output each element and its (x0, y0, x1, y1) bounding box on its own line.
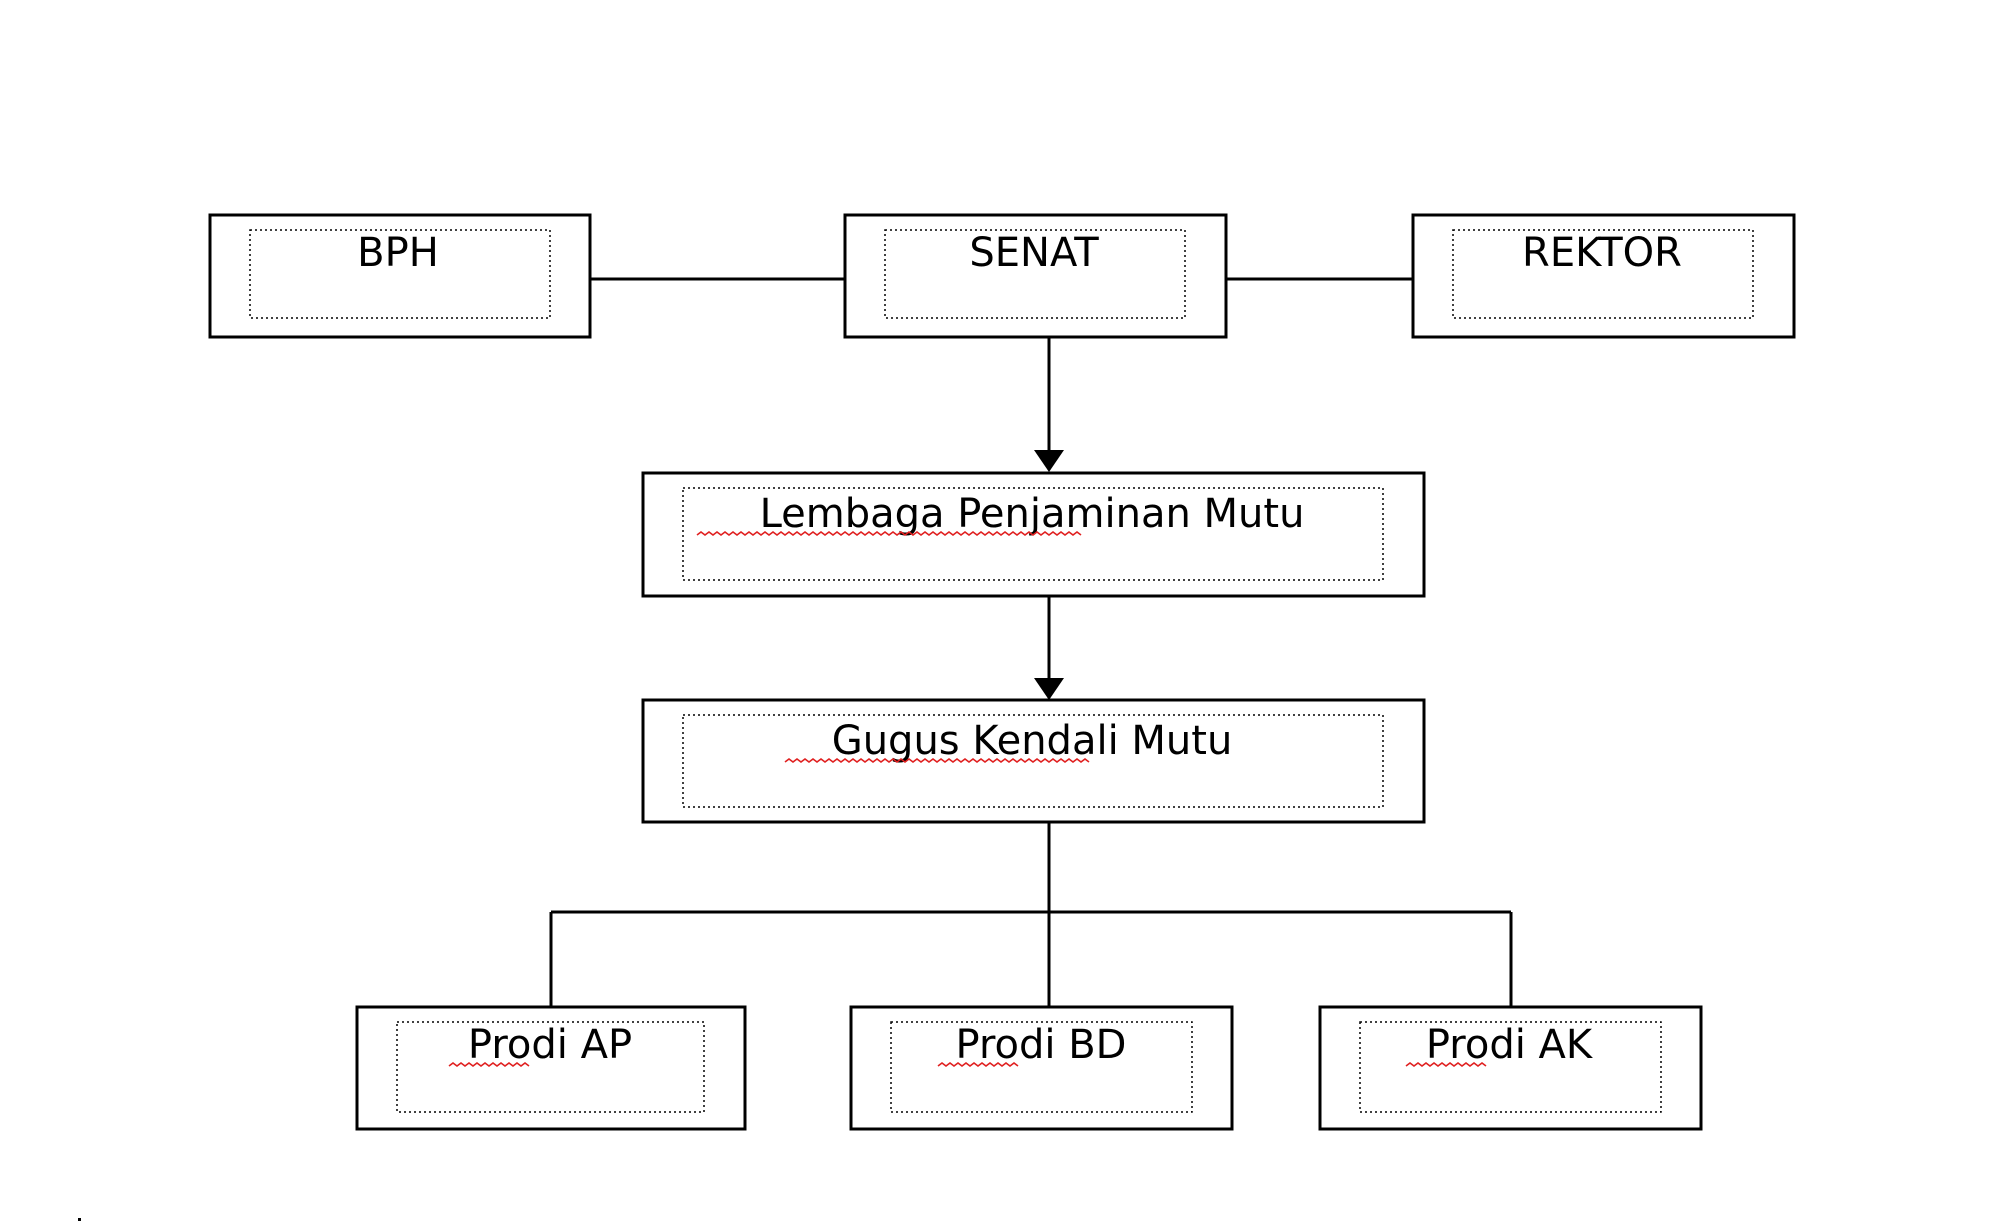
node-prodi-bd-inner-frame (890, 1021, 1193, 1113)
node-rektor-box (1411, 213, 1796, 339)
node-prodi-ak-label: Prodi AK (1426, 1022, 1594, 1068)
node-bph-box (208, 213, 592, 339)
node-rektor-inner-frame (1452, 229, 1754, 319)
node-prodi-ap: Prodi AP (355, 1005, 747, 1131)
node-prodi-ak-box (1318, 1005, 1703, 1131)
node-gkm-inner-frame (682, 714, 1384, 808)
node-prodi-ap-box (355, 1005, 747, 1131)
arrowhead-to-lpm (1034, 450, 1064, 472)
node-prodi-ak-inner-frame (1359, 1021, 1662, 1113)
node-senat-inner-frame (884, 229, 1186, 319)
node-prodi-bd: Prodi BD (849, 1005, 1234, 1131)
node-prodi-ap-spellcheck-underline (448, 1062, 530, 1067)
node-lpm-label: Lembaga Penjaminan Mutu (760, 491, 1305, 537)
node-senat: SENAT (843, 213, 1228, 339)
arrowhead-to-gkm (1034, 678, 1064, 700)
node-prodi-bd-label: Prodi BD (956, 1022, 1127, 1068)
node-lpm-spellcheck-underline (696, 531, 1082, 536)
node-lpm-inner-frame (682, 487, 1384, 581)
node-prodi-ap-inner-frame (396, 1021, 705, 1113)
connectors (549, 277, 1513, 1007)
node-prodi-bd-spellcheck-underline (937, 1062, 1019, 1067)
node-bph-label: BPH (357, 230, 439, 276)
node-prodi-ap-label: Prodi AP (468, 1022, 632, 1068)
node-prodi-bd-box (849, 1005, 1234, 1131)
stray-dot-mark (78, 1218, 81, 1221)
node-bph: BPH (208, 213, 592, 339)
node-rektor-label: REKTOR (1522, 230, 1682, 276)
node-rektor: REKTOR (1411, 213, 1796, 339)
node-prodi-ak-spellcheck-underline (1405, 1062, 1487, 1067)
node-lpm: Lembaga Penjaminan Mutu (641, 471, 1426, 598)
node-senat-label: SENAT (969, 230, 1099, 276)
node-gkm-label: Gugus Kendali Mutu (832, 718, 1233, 764)
node-prodi-ak: Prodi AK (1318, 1005, 1703, 1131)
node-bph-inner-frame (249, 229, 551, 319)
node-gkm: Gugus Kendali Mutu (641, 698, 1426, 824)
node-senat-box (843, 213, 1228, 339)
node-gkm-spellcheck-underline (784, 758, 1090, 763)
